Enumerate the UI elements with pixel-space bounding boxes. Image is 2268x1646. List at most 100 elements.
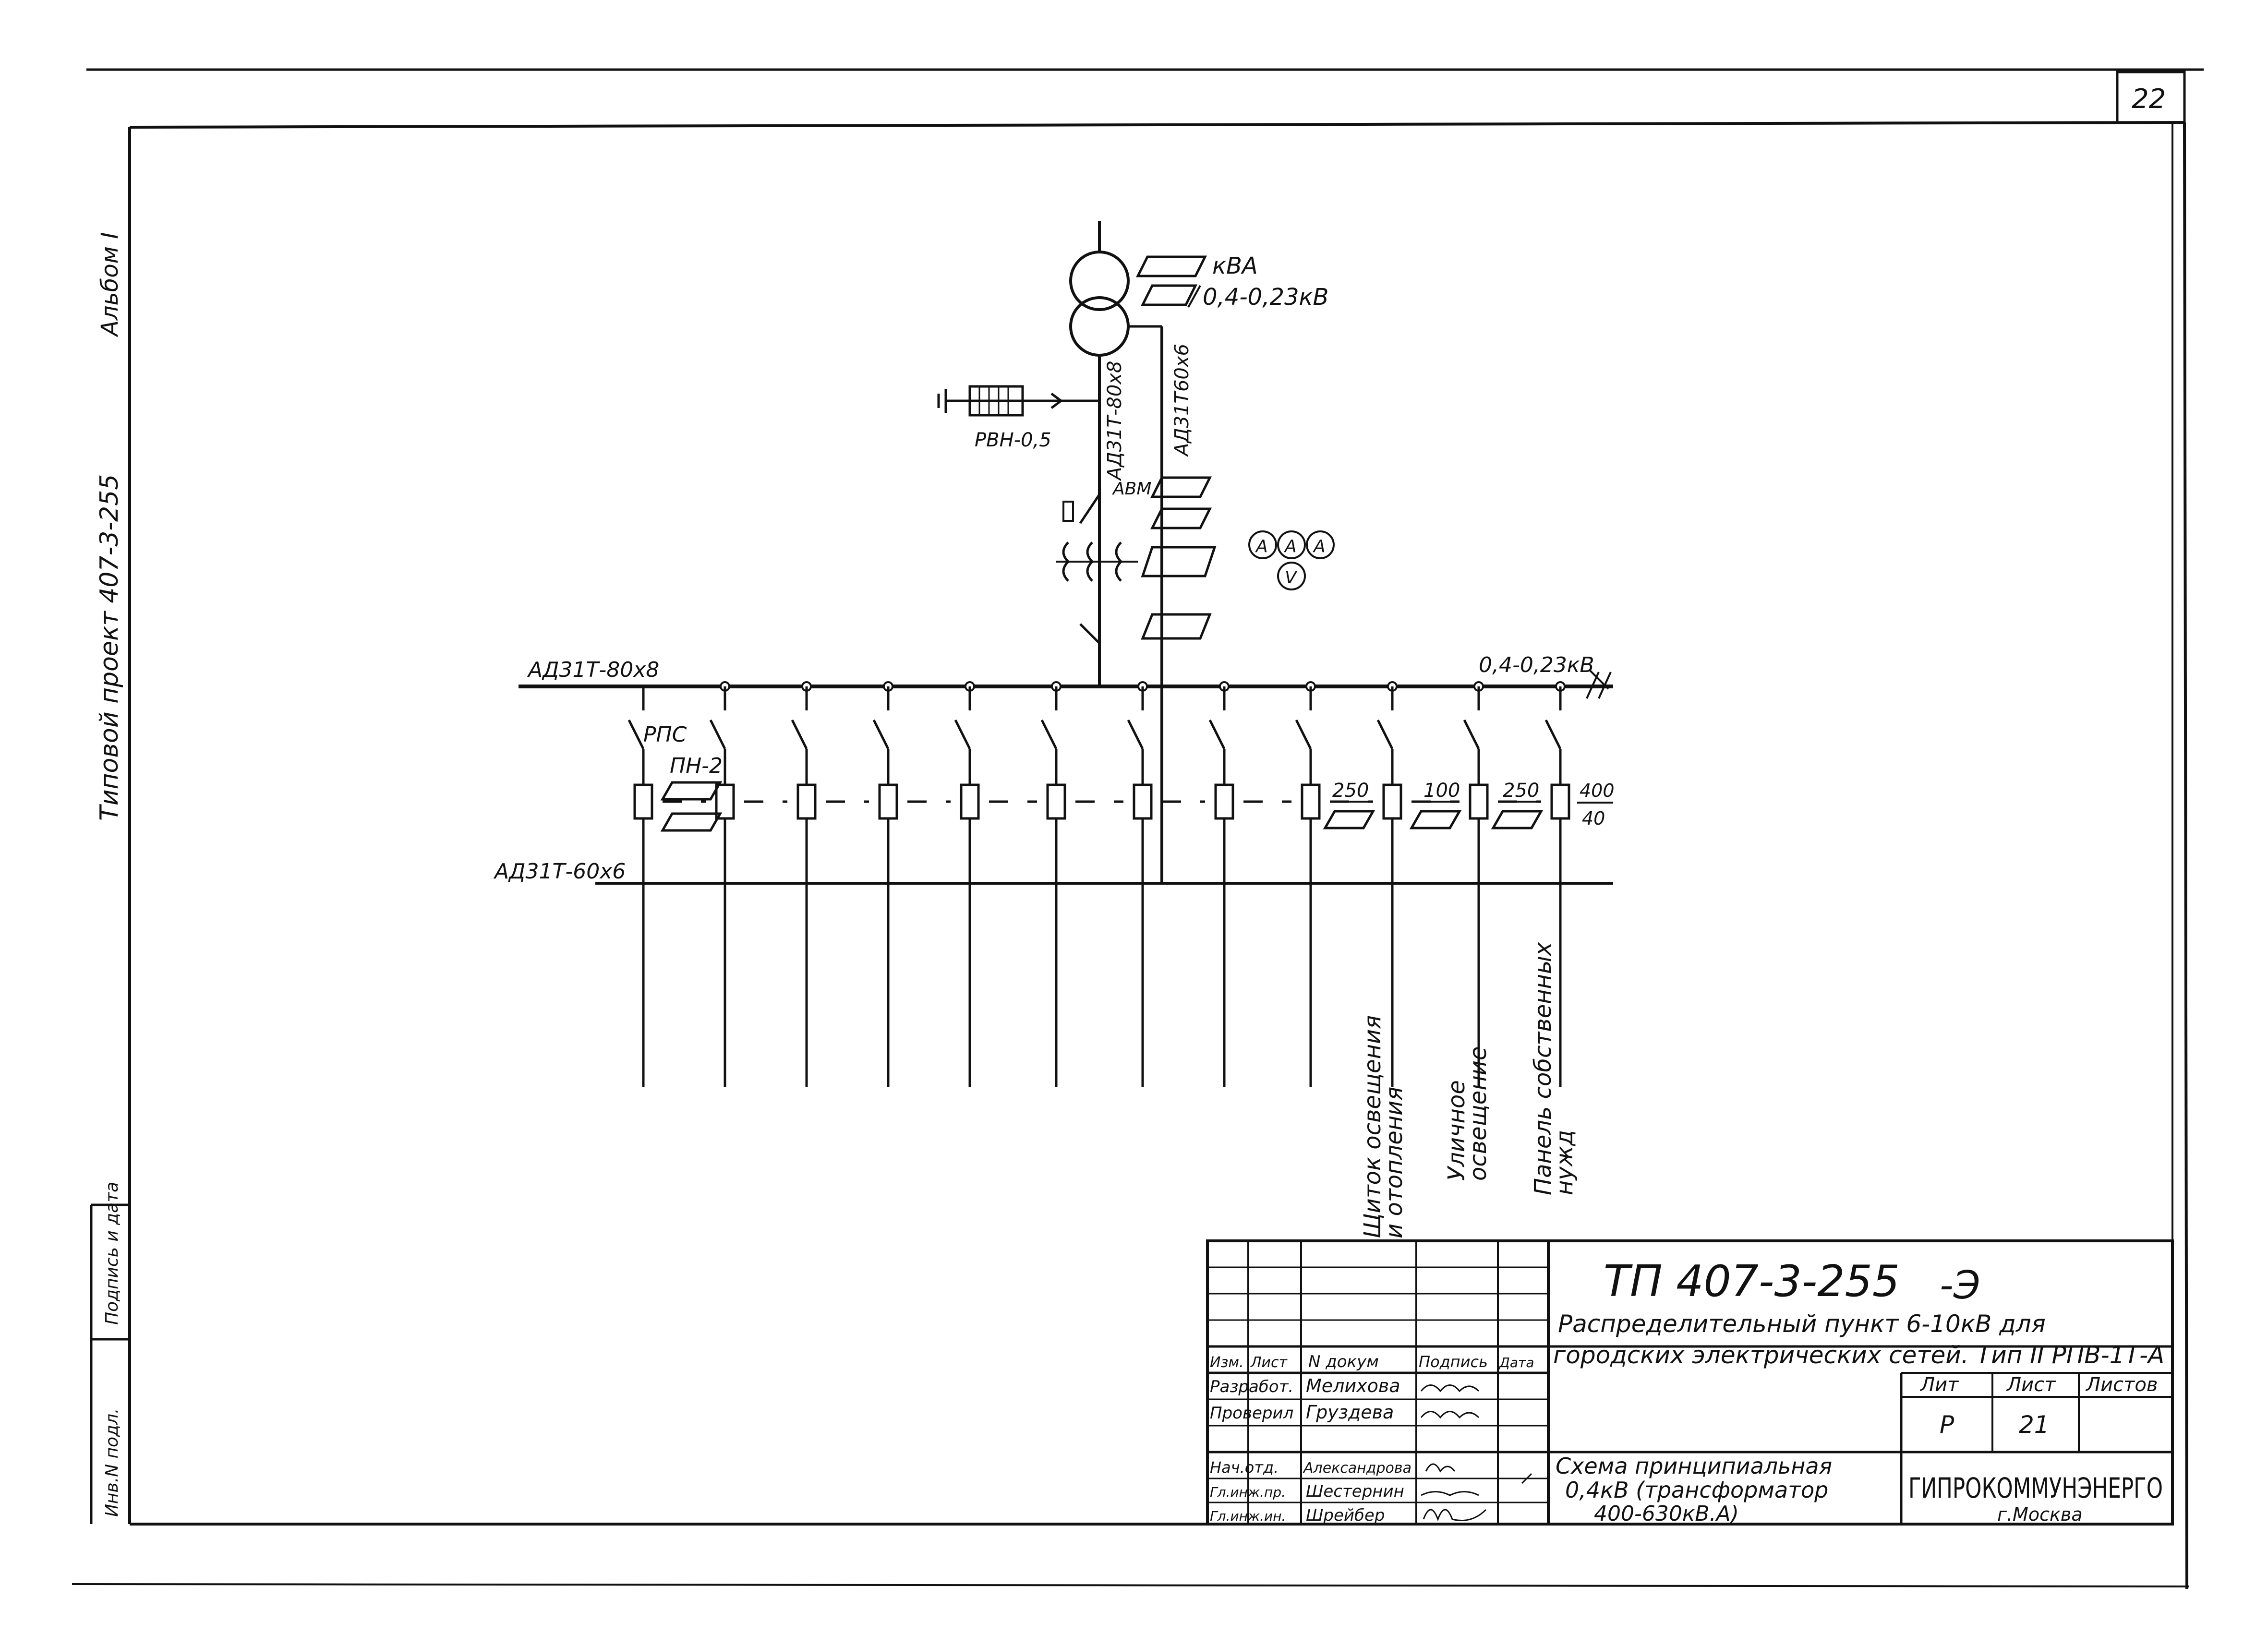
description-line3: 400-630кВ.А): [1594, 1502, 1739, 1526]
svg-text:и отопления: и отопления: [1381, 1087, 1408, 1238]
meter-voltmeter: V: [1277, 562, 1306, 590]
svg-text:250: 250: [1503, 780, 1539, 802]
svg-text:Уличное: Уличное: [1443, 1080, 1470, 1181]
feeder-5: [954, 681, 1037, 1087]
album-label: Альбом I: [97, 232, 123, 337]
fuse: [796, 783, 817, 820]
busbar-right-label: АД31Т60х6: [1171, 344, 1193, 457]
sheet-number: 22: [2132, 84, 2166, 115]
switch-type-label: РПС: [643, 722, 687, 747]
header-izm: Изм.: [1210, 1354, 1244, 1371]
organization-name: ГИПРОКОММУНЭНЕРГО: [1908, 1472, 2163, 1504]
feeder-11: [1463, 681, 1541, 1087]
feeder-7: [1127, 681, 1205, 1087]
power-rating-box: [1135, 255, 1207, 277]
meter-ammeter-3: A: [1306, 530, 1335, 559]
title-block: [1206, 1239, 2174, 1526]
rating-3: 250: [1491, 780, 1544, 829]
fuse: [1133, 783, 1153, 820]
fuse: [715, 783, 735, 820]
header-list: Лист: [1250, 1354, 1288, 1371]
sheet-value: 21: [2019, 1411, 2050, 1439]
feeder-2: [709, 681, 787, 1087]
fuse: [1301, 783, 1321, 820]
project-label: Типовой проект 407-3-255: [95, 474, 124, 821]
fuse-type-label: ПН-2: [670, 754, 723, 778]
signatures: [1420, 1384, 1532, 1522]
consumer-label-aux: Панель собственных нужд: [1530, 942, 1578, 1195]
consumer-label-lighting: Щиток освещения и отопления: [1359, 1015, 1408, 1238]
svg-text:Панель собственных: Панель собственных: [1530, 942, 1556, 1195]
voltage-label: 0,4-0,23кВ: [1203, 284, 1328, 311]
header-date: Дата: [1498, 1355, 1534, 1370]
lower-busbar-label: АД31Т-60х6: [493, 859, 626, 884]
description-line1: Схема принципиальная: [1556, 1453, 1832, 1479]
header-doc: N докум: [1308, 1352, 1379, 1371]
doc-suffix: -Э: [1940, 1263, 1980, 1308]
fuse: [878, 783, 898, 820]
staff-role-1: Разработ.: [1210, 1377, 1293, 1396]
fuse: [1382, 783, 1402, 820]
fuse: [1469, 783, 1489, 820]
feeder-6: [1040, 681, 1123, 1087]
breaker-label: АВМ: [1112, 479, 1151, 499]
svg-text:A: A: [1313, 537, 1326, 556]
staff-role-4: Гл.инж.пр.: [1210, 1484, 1286, 1500]
main-busbar-label: АД31Т-80х8: [527, 658, 659, 682]
transformer: [1069, 221, 1207, 672]
rating-1: 250: [1323, 780, 1375, 829]
staff-role-3: Нач.отд.: [1210, 1458, 1279, 1477]
feeder-3: [791, 681, 869, 1087]
fuse: [1550, 783, 1570, 820]
staff-name-2: Груздева: [1306, 1402, 1394, 1423]
feeder-8: [1208, 681, 1291, 1087]
rating-2: 100: [1409, 780, 1462, 829]
staff-name-4: Шестернин: [1306, 1482, 1404, 1501]
svg-text:400: 400: [1580, 780, 1615, 801]
fuse: [1214, 783, 1234, 820]
svg-text:40: 40: [1582, 808, 1605, 829]
feeder-12: [1544, 681, 1570, 1087]
svg-text:100: 100: [1424, 780, 1460, 802]
doc-title-line2: городских электрических сетей. Тип II РП…: [1553, 1341, 2164, 1369]
description-line2: 0,4кВ (трансформатор: [1565, 1477, 1828, 1503]
staff-name-1: Мелихова: [1306, 1375, 1400, 1396]
svg-text:Щиток освещения: Щиток освещения: [1359, 1015, 1386, 1238]
sheet-frame: [72, 68, 2204, 1589]
svg-text:нужд: нужд: [1551, 1130, 1578, 1195]
main-busbar-voltage: 0,4-0,23кВ: [1479, 653, 1594, 677]
fuse: [633, 783, 653, 820]
stamp-sign-label: Подпись и дата: [102, 1182, 122, 1325]
lit-header: Лит: [1919, 1374, 1959, 1396]
meter-ammeter-2: A: [1277, 530, 1306, 559]
feeder-4: [872, 681, 951, 1087]
header-sign: Подпись: [1419, 1353, 1488, 1371]
svg-text:250: 250: [1332, 780, 1369, 802]
stamp-inv-label: Инв.N подл.: [102, 1408, 122, 1517]
lit-value: Р: [1940, 1411, 1954, 1439]
sheet-header: Лист: [2006, 1374, 2056, 1396]
voltage-rating-box: [1140, 284, 1198, 306]
main-breaker: [1062, 476, 1212, 529]
svg-text:A: A: [1255, 537, 1268, 556]
surge-arrester: [937, 385, 1099, 417]
staff-name-3: Александрова: [1303, 1460, 1411, 1477]
meter-ammeter-1: A: [1248, 530, 1277, 559]
staff-role-5: Гл.инж.ин.: [1210, 1508, 1286, 1524]
doc-code: ТП 407-3-255: [1604, 1256, 1900, 1307]
svg-text:A: A: [1284, 537, 1297, 556]
svg-text:V: V: [1285, 568, 1298, 588]
rating-4: 400 40: [1577, 780, 1615, 829]
staff-name-5: Шрейбер: [1306, 1506, 1385, 1525]
consumer-label-street: Уличное освещение: [1443, 1046, 1492, 1181]
busbar-left-label: АД31Т-80х8: [1104, 361, 1126, 481]
sheets-header: Листов: [2085, 1374, 2158, 1396]
power-label: кВА: [1212, 252, 1258, 279]
svg-text:освещение: освещение: [1465, 1046, 1492, 1181]
staff-role-2: Проверил: [1210, 1404, 1293, 1423]
organization-city: г.Москва: [1997, 1504, 2083, 1525]
fuse: [960, 783, 980, 820]
current-transformers: [1056, 541, 1217, 644]
